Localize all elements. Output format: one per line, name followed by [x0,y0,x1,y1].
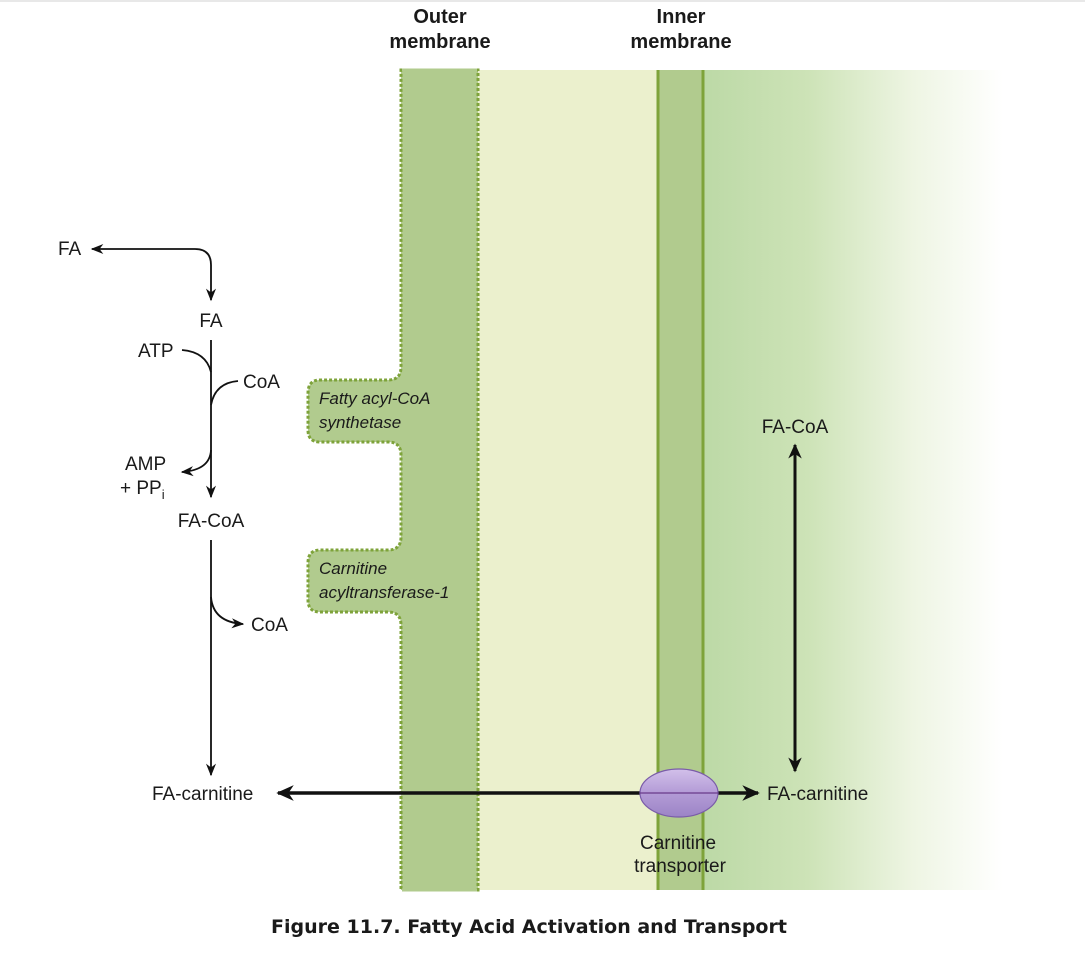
coa-input-label: CoA [243,372,280,393]
transporter-label-line2: transporter [634,856,727,877]
fa-external-label: FA [58,239,82,260]
fa-exchange-arrow [90,243,217,302]
fa-carnitine-matrix-label: FA-carnitine [767,784,868,805]
fa-coa-matrix-label: FA-CoA [762,417,829,438]
top-border [0,0,1085,2]
outer-membrane-label-line2: membrane [389,31,490,53]
cat1-label-line1: Carnitine [319,559,387,578]
fa-label: FA [199,311,223,332]
coa-input-curve [210,380,239,406]
inner-membrane [658,70,703,890]
transporter-label-line1: Carnitine [640,833,716,854]
inner-membrane-label-line1: Inner [657,6,706,28]
intermembrane-space [478,70,658,890]
fa-coa-cytosol-label: FA-CoA [178,511,245,532]
coa-output-label: CoA [251,615,288,636]
inner-membrane-label-line2: membrane [630,31,731,53]
atp-label: ATP [138,341,174,362]
mitochondrial-matrix [703,70,1003,890]
atp-input-curve [181,349,212,373]
coa-output-curve [210,596,245,629]
fa-carnitine-cytosol-label: FA-carnitine [152,784,253,805]
outer-membrane [306,68,480,892]
ppi-label: + PPi [120,478,165,502]
figure-caption: Figure 11.7. Fatty Acid Activation and T… [271,916,787,938]
amp-output-curve [180,449,212,477]
synthetase-label-line2: synthetase [319,413,401,432]
synthetase-label-line1: Fatty acyl-CoA [319,389,430,408]
outer-membrane-label-line1: Outer [413,6,467,28]
cat1-label-line2: acyltransferase-1 [319,583,449,602]
amp-label: AMP [125,454,166,475]
